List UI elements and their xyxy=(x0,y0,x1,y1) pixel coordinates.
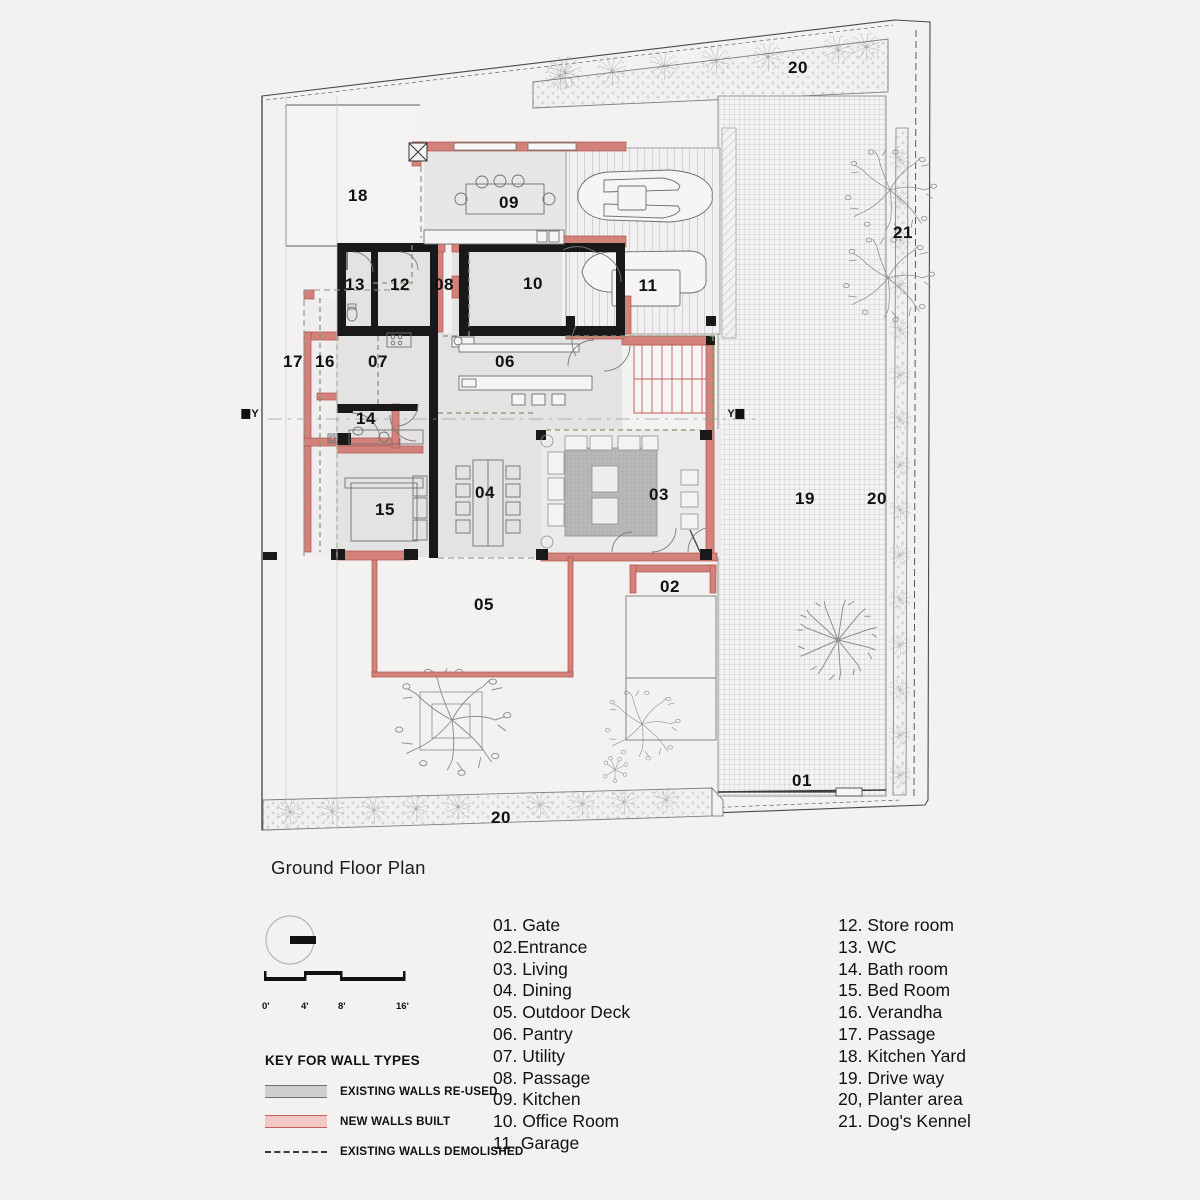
wc-fixture xyxy=(346,303,358,322)
plan-label-kitchen: 09 xyxy=(499,193,519,212)
plan-label-passage-17: 17 xyxy=(283,352,303,371)
utility-fixtures xyxy=(386,332,412,348)
scale-tick-4: 4' xyxy=(301,1001,309,1012)
plan-label-outdoor-deck: 05 xyxy=(474,595,494,614)
plan-label-bath-room: 14 xyxy=(356,409,376,428)
plan-label-garage: 11 xyxy=(638,276,658,295)
wall-types-key-title: KEY FOR WALL TYPES xyxy=(265,1053,420,1068)
wall-key-swatch-new xyxy=(265,1115,327,1128)
section-marker-right: Y xyxy=(727,408,745,420)
demolished-walls-gray xyxy=(303,166,536,559)
legend-item: 02.Entrance xyxy=(493,936,588,957)
legend-item: 01. Gate xyxy=(493,915,561,935)
bath-fixtures xyxy=(327,426,424,445)
legend-item: 04. Dining xyxy=(493,980,572,1001)
planter-strip-right xyxy=(888,127,911,796)
drive-way-paving xyxy=(717,95,887,797)
legend-item: 18. Kitchen Yard xyxy=(838,1045,966,1066)
kitchen-island xyxy=(454,174,556,215)
wall-key-swatch-existing xyxy=(265,1085,327,1098)
legend-item: 14. Bath room xyxy=(838,958,949,979)
side-hatch xyxy=(721,127,737,339)
legend-item: 09. Kitchen xyxy=(493,1089,581,1110)
scale-bar: 0' 4' 8' 16' xyxy=(262,968,412,1012)
plan-label-kitchen-yard: 18 xyxy=(348,186,368,205)
plan-label-planter-area-bottom: 20 xyxy=(491,808,511,827)
legend-item: 06. Pantry xyxy=(493,1023,573,1044)
plan-label-dogs-kennel: 21 xyxy=(893,223,913,242)
legend-item: 19. Drive way xyxy=(838,1067,945,1088)
scale-tick-16: 16' xyxy=(396,1001,409,1012)
bed-furniture xyxy=(344,475,428,542)
plan-label-planter-area-right: 20 xyxy=(867,489,887,508)
wall-key-row-demolished: EXISTING WALLS DEMOLISHED xyxy=(265,1145,523,1158)
legend-item: 20, Planter area xyxy=(838,1089,963,1110)
legend-item: 13. WC xyxy=(838,936,897,957)
section-marker-left: Y xyxy=(241,408,259,420)
legend-item: 10. Office Room xyxy=(493,1111,620,1132)
plan-label-gate: 01 xyxy=(792,771,812,790)
new-walls xyxy=(303,141,718,678)
legend-item: 12. Store room xyxy=(838,915,954,935)
planter-strip-bottom xyxy=(262,786,724,831)
plan-label-bed-room: 15 xyxy=(375,500,395,519)
stair-run xyxy=(633,344,713,414)
wall-key-row-existing: EXISTING WALLS RE-USED xyxy=(265,1085,523,1098)
plan-label-living: 03 xyxy=(649,485,669,504)
plan-label-verandha: 16 xyxy=(315,352,335,371)
wall-key-label-existing: EXISTING WALLS RE-USED xyxy=(340,1085,498,1098)
scale-tick-8: 8' xyxy=(338,1001,346,1012)
soft-gridlines xyxy=(285,96,338,830)
plan-label-entrance: 02 xyxy=(660,577,680,596)
x-marker xyxy=(408,142,428,162)
plan-label-store-room: 12 xyxy=(390,275,410,294)
page-title: Ground Floor Plan xyxy=(271,857,426,878)
wall-types-key: KEY FOR WALL TYPES EXISTING WALLS RE-USE… xyxy=(265,1053,523,1158)
plan-label-utility: 07 xyxy=(368,352,388,371)
kitchen-counter xyxy=(423,229,565,245)
entrance-court xyxy=(625,595,717,741)
tree-grate xyxy=(419,691,483,751)
legend-item: 17. Passage xyxy=(838,1023,936,1044)
plan-label-wc: 13 xyxy=(345,275,365,294)
wall-key-row-new: NEW WALLS BUILT xyxy=(265,1115,523,1128)
legend-item: 03. Living xyxy=(493,958,568,979)
dining-table xyxy=(455,459,521,547)
legend-item: 11. Garage xyxy=(493,1132,580,1153)
legend-item: 07. Utility xyxy=(493,1045,565,1066)
wall-key-swatch-demolished xyxy=(265,1150,327,1153)
pantry-counters xyxy=(451,336,593,406)
wall-key-label-demolished: EXISTING WALLS DEMOLISHED xyxy=(340,1145,524,1158)
legend-item: 15. Bed Room xyxy=(838,980,951,1001)
car-upper xyxy=(577,169,713,223)
window-marks xyxy=(453,142,577,151)
plan-label-dining: 04 xyxy=(475,483,495,502)
door-leaves xyxy=(346,252,701,553)
plan-label-pantry: 06 xyxy=(495,352,515,371)
plan-label-drive-way: 19 xyxy=(795,489,815,508)
plan-label-passage-08: 08 xyxy=(434,275,454,294)
existing-walls xyxy=(263,243,716,560)
legend-item: 21. Dog's Kennel xyxy=(838,1111,971,1132)
planter-strip-top xyxy=(532,32,889,109)
door-swings xyxy=(351,246,707,553)
plan-label-planter-area-top: 20 xyxy=(788,58,808,77)
plan-label-office-room: 10 xyxy=(523,274,543,293)
living-furniture xyxy=(540,434,699,549)
legend-item: 08. Passage xyxy=(493,1067,591,1088)
scale-tick-0: 0' xyxy=(262,1001,270,1012)
legend-item: 16. Verandha xyxy=(838,1002,943,1023)
wall-key-label-new: NEW WALLS BUILT xyxy=(340,1115,451,1128)
north-arrow-icon xyxy=(262,912,318,973)
legend-item: 05. Outdoor Deck xyxy=(493,1002,631,1023)
